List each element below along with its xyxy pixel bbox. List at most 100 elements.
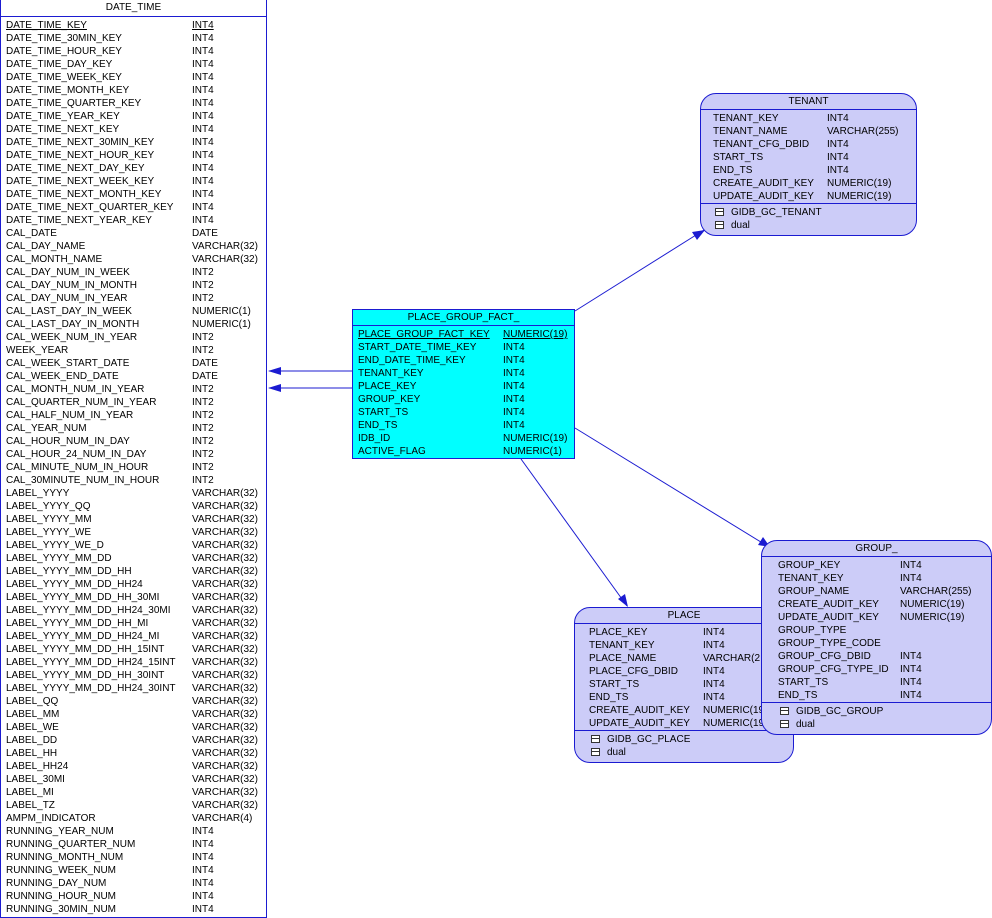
column-name: TENANT_KEY	[589, 640, 655, 651]
column-name: UPDATE_AUDIT_KEY	[778, 612, 879, 623]
column-name: CREATE_AUDIT_KEY	[589, 705, 690, 716]
column-row: CAL_LAST_DAY_IN_WEEK NUMERIC(1)	[1, 305, 266, 318]
column-row: UPDATE_AUDIT_KEY NUMERIC(19)	[575, 717, 793, 730]
column-name: PLACE_NAME	[589, 653, 657, 664]
column-type: NUMERIC(19)	[827, 191, 892, 202]
column-type: NUMERIC(19)	[703, 718, 765, 729]
column-type: INT4	[192, 215, 214, 226]
column-name: START_DATE_TIME_KEY	[358, 342, 477, 353]
column-name: LABEL_YYYY_WE	[6, 527, 92, 538]
column-name: GROUP_CFG_DBID	[778, 651, 871, 662]
column-name: CAL_LAST_DAY_IN_MONTH	[6, 319, 140, 330]
column-name: CAL_LAST_DAY_IN_WEEK	[6, 306, 132, 317]
column-type: VARCHAR(32)	[192, 787, 258, 798]
column-type: INT4	[503, 381, 525, 392]
column-row: UPDATE_AUDIT_KEY NUMERIC(19)	[762, 611, 991, 624]
column-name: LABEL_YYYY_MM_DD_HH_MI	[6, 618, 149, 629]
column-type: INT2	[192, 423, 214, 434]
table-icon	[715, 221, 724, 229]
column-type: INT4	[703, 627, 725, 638]
column-name: DATE_TIME_YEAR_KEY	[6, 111, 120, 122]
column-name: END_TS	[778, 690, 818, 701]
column-type: INT4	[192, 904, 214, 915]
column-name: CAL_DAY_NAME	[6, 241, 86, 252]
column-name: TENANT_CFG_DBID	[713, 139, 810, 150]
column-type: VARCHAR(255)	[900, 586, 972, 597]
column-type: INT4	[827, 165, 849, 176]
column-name: LABEL_WE	[6, 722, 59, 733]
column-name: DATE_TIME_NEXT_KEY	[6, 124, 120, 135]
tenant-table-title: TENANT	[701, 94, 916, 110]
column-name: TENANT_KEY	[713, 113, 779, 124]
column-name: CAL_HOUR_24_NUM_IN_DAY	[6, 449, 147, 460]
column-row: CAL_DAY_NAME VARCHAR(32)	[1, 240, 266, 253]
arrowhead-datetime-start	[268, 367, 281, 375]
column-type: INT4	[503, 368, 525, 379]
column-type: INT4	[503, 407, 525, 418]
column-type: INT4	[192, 202, 214, 213]
column-name: START_TS	[358, 407, 409, 418]
column-name: DATE_TIME_NEXT_QUARTER_KEY	[6, 202, 174, 213]
column-name: LABEL_YYYY_MM_DD_HH_15INT	[6, 644, 165, 655]
column-name: LABEL_YYYY_MM_DD_HH24_MI	[6, 631, 160, 642]
column-type: VARCHAR(32)	[192, 241, 258, 252]
place-table-title: PLACE	[575, 608, 793, 624]
column-type: INT4	[900, 664, 922, 675]
column-type: INT4	[192, 59, 214, 70]
column-type: INT4	[192, 839, 214, 850]
arrowhead-tenant	[692, 230, 705, 240]
column-name: UPDATE_AUDIT_KEY	[589, 718, 690, 729]
column-type: NUMERIC(1)	[192, 306, 251, 317]
column-name: START_TS	[778, 677, 829, 688]
column-type: INT2	[192, 345, 214, 356]
column-type: VARCHAR(32)	[192, 592, 258, 603]
rel-fact-to-tenant	[574, 229, 705, 312]
column-row: START_TS INT4	[353, 406, 574, 419]
column-name: PLACE_CFG_DBID	[589, 666, 678, 677]
column-name: LABEL_MM	[6, 709, 60, 720]
column-name: DATE_TIME_NEXT_WEEK_KEY	[6, 176, 155, 187]
column-name: CAL_HALF_NUM_IN_YEAR	[6, 410, 134, 421]
column-name: DATE_TIME_NEXT_30MIN_KEY	[6, 137, 155, 148]
column-name: DATE_TIME_HOUR_KEY	[6, 46, 122, 57]
column-name: CAL_30MINUTE_NUM_IN_HOUR	[6, 475, 160, 486]
column-type: VARCHAR(32)	[192, 553, 258, 564]
column-type: INT4	[192, 189, 214, 200]
column-name: DATE_TIME_30MIN_KEY	[6, 33, 122, 44]
column-type: NUMERIC(1)	[192, 319, 251, 330]
column-type: VARCHAR(32)	[192, 566, 258, 577]
source-name: dual	[796, 719, 815, 730]
column-type: NUMERIC(1)	[503, 446, 562, 457]
column-type: INT4	[192, 826, 214, 837]
column-type: NUMERIC(19)	[900, 612, 965, 623]
column-name: TENANT_KEY	[358, 368, 424, 379]
column-name: PLACE_KEY	[358, 381, 417, 392]
column-type: INT4	[827, 139, 849, 150]
column-type: INT4	[192, 176, 214, 187]
